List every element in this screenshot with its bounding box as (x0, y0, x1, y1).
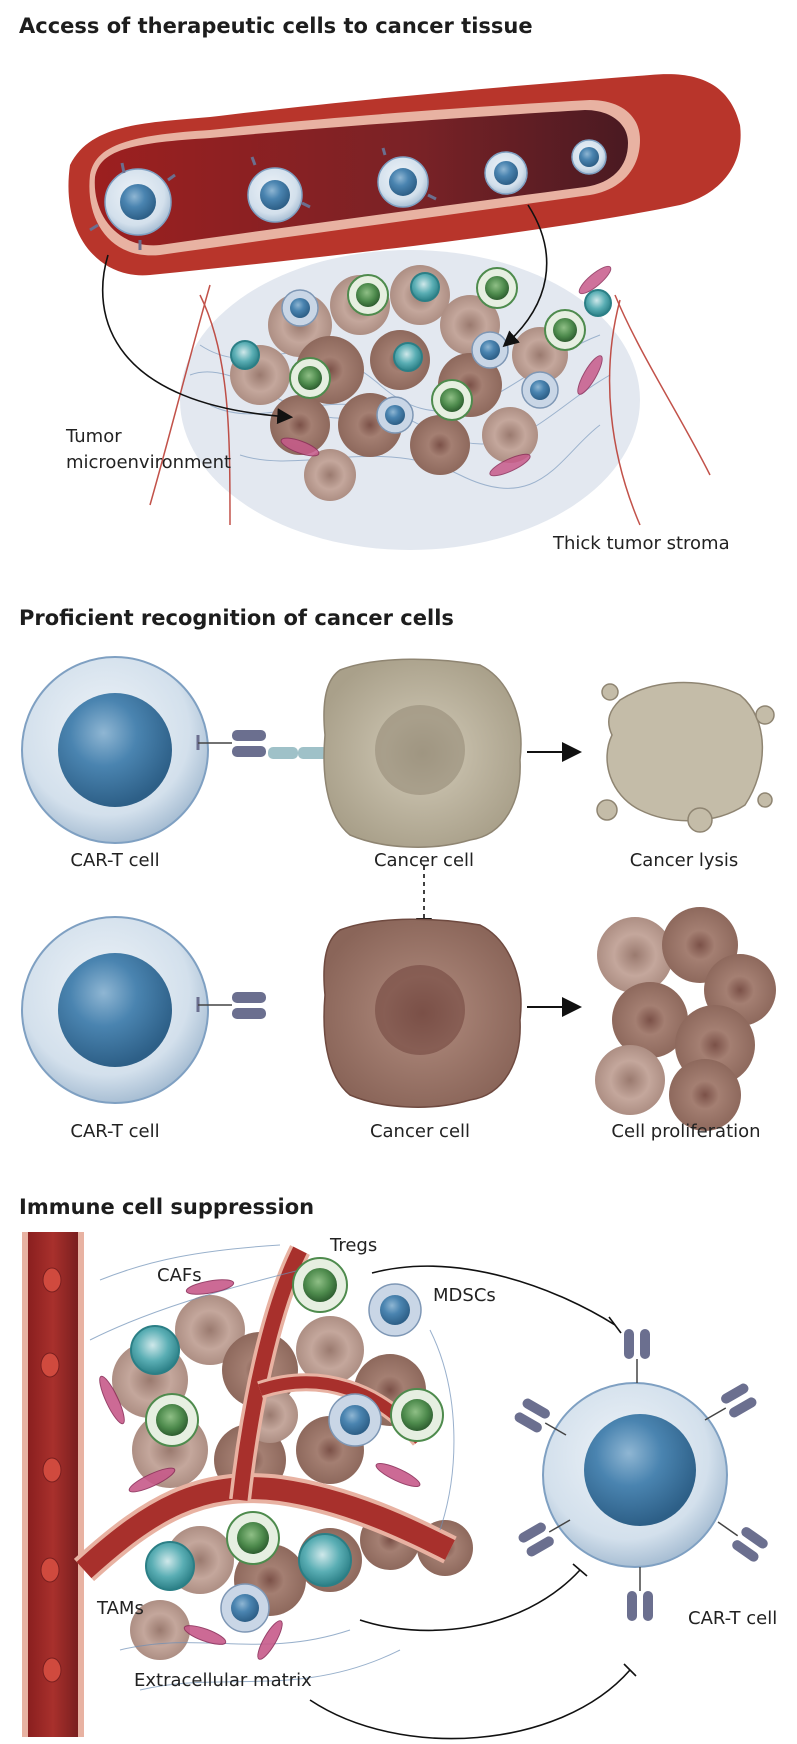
car-t-cell (542, 1382, 728, 1568)
label-tumor-microenvironment-line1: Tumor (66, 426, 122, 447)
car-t-cell-row1 (21, 656, 209, 844)
mdsc-cells (281, 289, 559, 434)
suppression-illustration (22, 1232, 768, 1740)
matrix-fibers (89, 1244, 455, 1691)
label-cafs: CAFs (157, 1265, 202, 1286)
label-car-t-cell: CAR-T cell (688, 1608, 778, 1629)
antigen-row1 (268, 747, 328, 759)
car-receptor-row2 (198, 992, 266, 1019)
vertical-blood-vessel (22, 1232, 84, 1737)
caf-cells (280, 265, 612, 477)
tam-cells (230, 272, 612, 372)
tams (130, 1325, 352, 1591)
infiltration-arrows (101, 204, 548, 425)
label-thick-tumor-stroma: Thick tumor stroma (553, 533, 730, 554)
treg-cells (289, 267, 586, 421)
label-extracellular-matrix: Extracellular matrix (134, 1670, 312, 1691)
branch-vessels (73, 1245, 457, 1582)
car-t-cell-row2 (21, 916, 209, 1104)
label-tregs: Tregs (330, 1235, 378, 1256)
tumor-access-illustration (68, 74, 741, 550)
label-tams: TAMs (97, 1598, 144, 1619)
section-heading-recognition: Proficient recognition of cancer cells (19, 606, 454, 630)
label-tumor-microenvironment-line2: microenvironment (66, 452, 232, 473)
section-heading-suppression: Immune cell suppression (19, 1195, 315, 1219)
cancer-cell-row1 (323, 658, 522, 848)
proliferating-cells (595, 907, 776, 1131)
recognition-illustration (21, 656, 776, 1131)
lysed-cancer-cell (596, 681, 775, 833)
car-receptors (89, 147, 437, 250)
car-t-receptors (514, 1329, 768, 1621)
section-heading-access: Access of therapeutic cells to cancer ti… (19, 14, 533, 38)
mdscs (220, 1283, 422, 1633)
cafs (99, 1279, 421, 1660)
label-cancer-cell-row2: Cancer cell (369, 1121, 471, 1142)
label-cancer-cell-row1: Cancer cell (373, 850, 475, 871)
capillaries (149, 284, 711, 526)
car-receptor-row1 (198, 730, 266, 757)
inhibition-arrows (309, 1265, 637, 1740)
label-cancer-lysis: Cancer lysis (629, 850, 739, 871)
label-cell-proliferation: Cell proliferation (611, 1121, 761, 1142)
label-mdscs: MDSCs (433, 1285, 496, 1306)
car-t-cells-in-vessel (104, 139, 607, 236)
tregs (145, 1257, 444, 1565)
label-car-t-row1: CAR-T cell (70, 850, 160, 871)
cancer-cell-row2 (323, 918, 522, 1108)
label-car-t-row2: CAR-T cell (70, 1121, 160, 1142)
